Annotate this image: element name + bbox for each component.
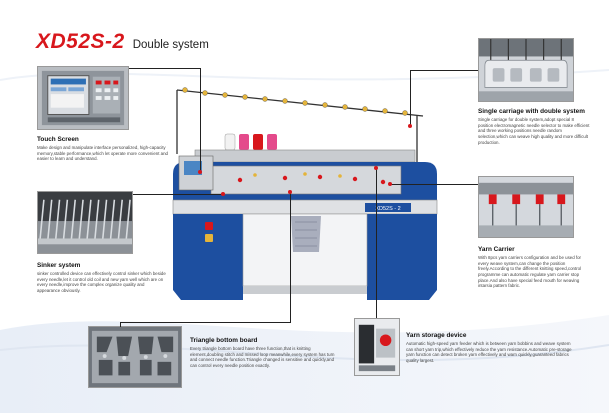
sinker-text: sinker controlled device can effectively… <box>37 271 166 293</box>
carriage-marker <box>408 124 412 128</box>
yarn-storage-photo <box>354 318 400 376</box>
triangle-label: Triangle bottom board Every triangle bot… <box>190 337 335 369</box>
yarn-storage-title: Yarn storage device <box>406 332 467 339</box>
sinker-title: Sinker system <box>37 262 81 269</box>
sinker-label: Sinker system sinker controlled device c… <box>37 262 167 294</box>
carriage-photo <box>478 38 574 102</box>
carriage-leader-drop <box>410 70 411 126</box>
model-name: XD52S-2 <box>36 30 125 53</box>
touch-screen-text: Make design and manipulate interface per… <box>37 145 168 162</box>
knitting-machine: XD52S - 2 <box>172 87 438 300</box>
sinker-marker <box>221 192 225 196</box>
touch-screen-leader <box>129 68 201 69</box>
page-title: XD52S-2 Double system <box>36 30 209 54</box>
triangle-leader-up <box>290 192 291 323</box>
triangle-title: Triangle bottom board <box>190 337 258 344</box>
yarn-carrier-label: Yarn Carrier With 8pcs yarn carriers con… <box>478 246 590 289</box>
triangle-leader <box>120 322 121 327</box>
triangle-board-photo <box>88 326 182 388</box>
triangle-marker <box>288 190 292 194</box>
yarn-carrier-marker <box>388 182 392 186</box>
carriage-title: Single carriage with double system <box>478 108 585 115</box>
yarn-carrier-text: With 8pcs yarn carriers configuration an… <box>478 255 582 289</box>
carriage-text: Single carriage for double system,adopt … <box>478 117 590 145</box>
triangle-text: Every triangle bottom board have three f… <box>190 346 335 368</box>
yarn-storage-leader <box>376 168 377 318</box>
yarn-carrier-title: Yarn Carrier <box>478 246 515 253</box>
touch-screen-photo <box>37 66 129 130</box>
carriage-leader <box>410 70 478 71</box>
touch-screen-title: Touch Screen <box>37 136 79 143</box>
yarn-storage-marker <box>374 166 378 170</box>
touch-screen-marker <box>198 170 202 174</box>
yarn-storage-text: Automatic high-speed yarn feeder which i… <box>406 341 572 363</box>
machine-plate: XD52S - 2 <box>375 206 400 212</box>
yarn-carrier-leader <box>390 184 478 185</box>
sinker-leader <box>133 194 223 195</box>
carriage-label: Single carriage with double system Singl… <box>478 108 590 145</box>
sinker-photo <box>37 191 133 254</box>
touch-screen-leader-drop <box>200 68 201 172</box>
yarn-carrier-photo <box>478 176 574 238</box>
triangle-leader-h <box>120 322 290 323</box>
model-subtitle: Double system <box>132 39 209 51</box>
yarn-storage-label: Yarn storage device Automatic high-speed… <box>406 332 574 364</box>
touch-screen-label: Touch Screen Make design and manipulate … <box>37 136 172 162</box>
